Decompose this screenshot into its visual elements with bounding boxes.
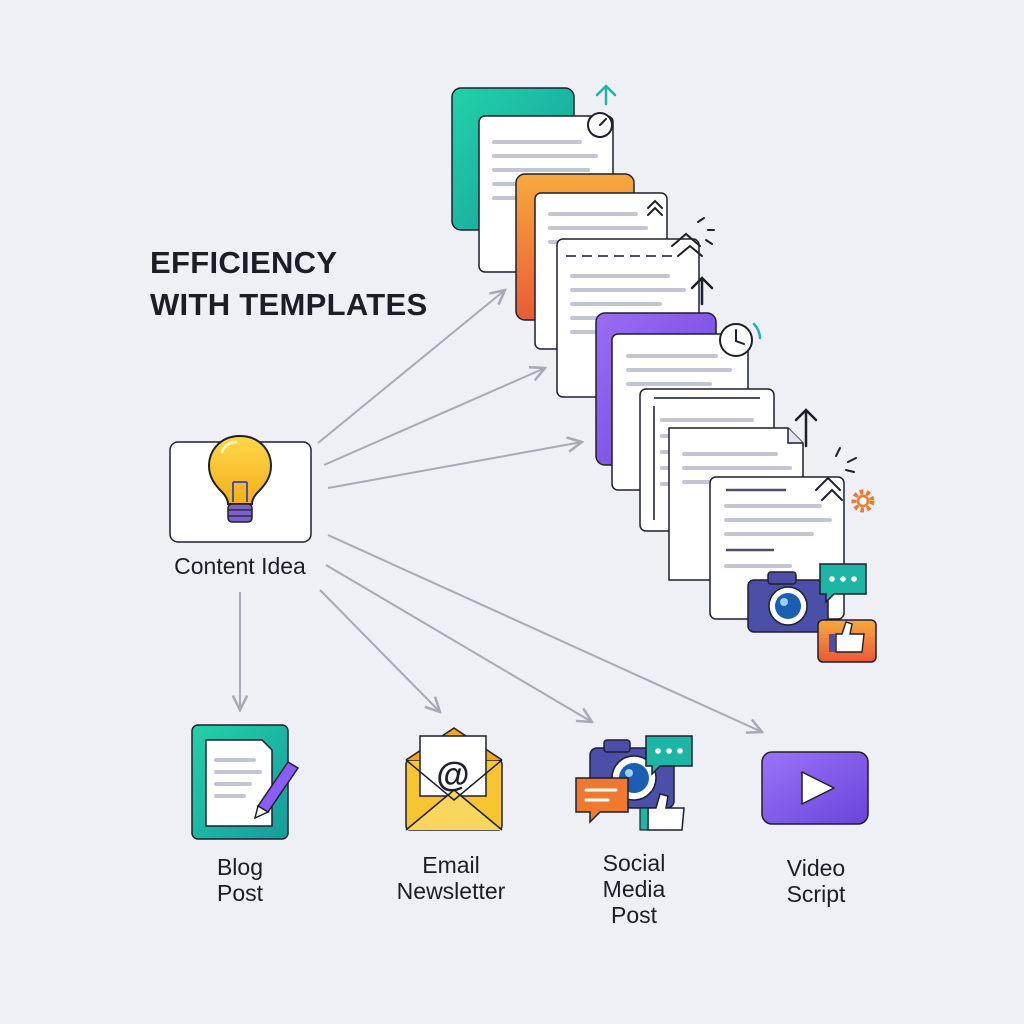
gear-icon	[851, 489, 875, 513]
blog-post-line-2: Post	[216, 880, 264, 906]
up-arrow-icon	[690, 276, 714, 306]
blog-post-icon	[191, 724, 300, 840]
social-media-post-label: Social Media Post	[572, 850, 696, 928]
arrow-to-templates-1	[317, 290, 505, 444]
arrow-to-email	[319, 589, 440, 712]
double-up-chevron-icon	[647, 199, 663, 216]
video-script-line-1: Video	[786, 855, 846, 881]
social-media-line-3: Post	[610, 902, 658, 928]
up-arrow-icon	[794, 408, 818, 448]
teal-up-arrow-icon	[595, 84, 617, 106]
video-play-icon	[761, 751, 869, 825]
social-cluster-icon	[747, 563, 877, 663]
clock-icon	[719, 322, 762, 357]
connector-arrows	[240, 290, 762, 732]
blog-post-label: Blog Post	[180, 854, 300, 906]
email-envelope-icon: @	[405, 727, 503, 831]
arrow-to-templates-3	[327, 442, 582, 489]
title-line-1: EFFICIENCY	[150, 245, 338, 280]
template-stack	[451, 84, 877, 663]
arrow-to-templates-2	[323, 368, 545, 466]
email-newsletter-line-1: Email	[422, 852, 480, 878]
content-idea-label: Content Idea	[150, 553, 330, 579]
diagram-title: EFFICIENCY WITH TEMPLATES	[150, 242, 427, 326]
arrow-to-video	[327, 534, 762, 732]
sparkle-chevron-icon	[815, 447, 857, 501]
social-media-icon	[575, 735, 693, 831]
lightbulb-icon	[207, 434, 273, 523]
content-idea-text: Content Idea	[174, 553, 306, 579]
arrow-to-social	[325, 564, 592, 722]
video-script-line-2: Script	[786, 881, 846, 907]
social-media-line-2: Media	[602, 876, 666, 902]
email-newsletter-line-2: Newsletter	[396, 878, 506, 904]
stopwatch-icon	[587, 112, 613, 138]
social-media-line-1: Social	[602, 850, 666, 876]
blog-post-line-1: Blog	[216, 854, 264, 880]
content-idea-node	[169, 434, 312, 543]
title-line-2: WITH TEMPLATES	[150, 287, 428, 322]
at-sign-icon: @	[436, 756, 469, 794]
video-script-label: Video Script	[754, 855, 878, 907]
email-newsletter-label: Email Newsletter	[374, 852, 528, 904]
chat-bubble-icon	[819, 563, 867, 604]
sparkle-icon	[671, 217, 715, 257]
pen-icon	[253, 760, 300, 820]
